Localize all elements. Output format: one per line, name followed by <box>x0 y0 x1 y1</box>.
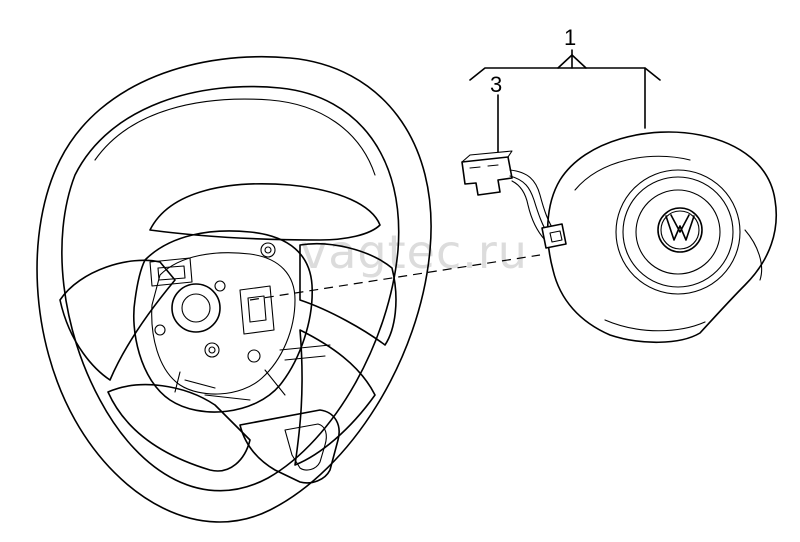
bolt-icon <box>154 324 166 336</box>
bolt-icon <box>214 280 226 292</box>
clockspring-module <box>239 285 275 335</box>
steering-wheel-rim-inner <box>61 85 400 492</box>
assembly-leader-line <box>249 254 541 301</box>
callout-label-1: 1 <box>564 25 576 50</box>
hub-connector-slot <box>157 265 186 281</box>
hub-bore-inner <box>181 293 211 323</box>
lower-trim-inner <box>284 423 327 471</box>
airbag-emblem-ring-inner <box>635 189 721 275</box>
wire-harness <box>509 169 556 233</box>
clockspring-detail <box>247 295 267 323</box>
airbag-plug-clip <box>549 230 563 243</box>
connector-top <box>461 150 513 163</box>
steering-wheel-rim-outer <box>36 55 432 523</box>
airbag-cover-contour <box>574 155 691 191</box>
right-spoke <box>299 242 397 346</box>
left-spoke <box>59 259 176 381</box>
hub-housing <box>132 230 313 413</box>
callout-1-leader-left <box>557 54 573 69</box>
vw-logo-icon <box>657 207 703 253</box>
bolt-icon <box>260 242 276 258</box>
lower-right-spoke <box>294 329 376 466</box>
connector-body <box>461 156 513 196</box>
callout-1-bracket <box>469 67 661 81</box>
bolt-icon <box>247 349 261 363</box>
wiring-connector <box>461 150 567 249</box>
callout-1-group: 1 <box>469 25 661 129</box>
lower-left-rim <box>107 383 251 472</box>
wire-harness-2 <box>509 175 550 237</box>
airbag-lower-edge <box>604 319 706 332</box>
callout-1-leader-right <box>571 54 587 69</box>
hub-bore-outer <box>171 283 221 333</box>
wire-harness-3 <box>511 180 546 241</box>
lower-hub-ribs <box>174 369 286 401</box>
rim-upper-edge <box>94 98 376 176</box>
airbag-unit <box>546 131 777 344</box>
steering-wheel <box>36 55 432 523</box>
lower-trim-plate <box>239 409 340 484</box>
wheel-upper-opening <box>149 183 381 241</box>
callout-3-group: 3 <box>490 72 502 153</box>
bolt-icon <box>204 342 220 358</box>
airbag-right-wing <box>744 229 763 281</box>
airbag-plug <box>541 223 567 249</box>
bolt-icon <box>264 246 272 254</box>
connector-tabs <box>469 164 499 169</box>
hub-inner-contour <box>151 252 296 395</box>
watermark-text: vagtec.ru <box>300 225 528 279</box>
bolt-icon <box>208 346 216 354</box>
airbag-emblem-ring-mid <box>622 176 734 288</box>
callout-label-3: 3 <box>490 72 502 97</box>
hub-connector <box>149 257 193 287</box>
airbag-emblem-ring-outer <box>615 169 741 295</box>
right-hub-ribs <box>279 344 331 361</box>
